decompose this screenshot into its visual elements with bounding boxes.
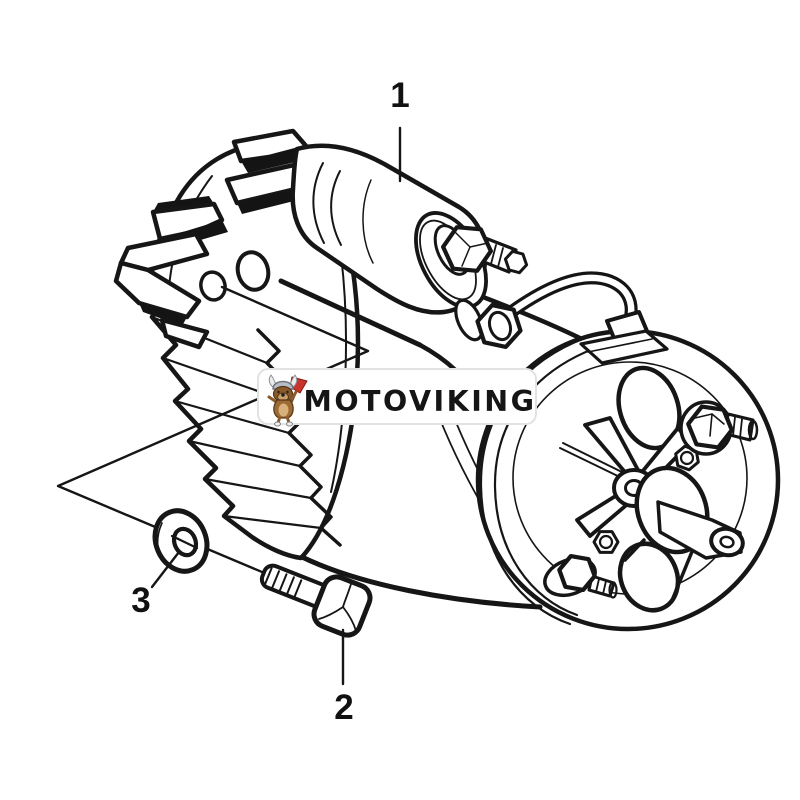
lower-terminal-washer: [454, 298, 484, 342]
hex-flange-bolt: [259, 563, 373, 638]
flange-rib-band: [256, 328, 342, 547]
through-bolt-stud: [679, 400, 759, 456]
end-cap-bolt: [543, 553, 618, 599]
viking-boot-left: [274, 421, 281, 427]
viking-belly: [278, 403, 289, 417]
solenoid-terminals: [433, 224, 529, 349]
barrel-bottom-edge: [299, 554, 543, 610]
stud-thread: [497, 247, 504, 268]
watermark-brand-text: MOTOVIKING: [303, 385, 536, 418]
connector-plate-edge: [587, 338, 653, 353]
solenoid-band-2: [330, 170, 342, 246]
solenoid-band-1: [312, 162, 325, 244]
bolt-threads: [263, 567, 303, 599]
solenoid-band-3: [362, 179, 374, 264]
end-cap-seam-outer: [479, 332, 599, 626]
viking-arm-left: [267, 395, 277, 403]
flange-hole-large: [235, 250, 271, 292]
watermark-box: [257, 368, 537, 425]
small-nut-lower-hole: [598, 534, 614, 550]
viking-arm-right: [289, 390, 298, 402]
viking-eye-left: [277, 390, 280, 394]
washer-edge-line: [156, 522, 164, 562]
part-label-2: 2: [334, 688, 353, 727]
motoviking-logo-icon: [267, 374, 308, 427]
upper-terminal-tip-nut: [503, 249, 529, 275]
viking-nose: [281, 393, 285, 397]
small-nut-upper-hole: [679, 450, 695, 466]
part-label-3: 3: [131, 581, 150, 620]
end-cap-seam-inner: [493, 343, 606, 617]
cable-core: [499, 274, 635, 334]
bolt-head-facets: [318, 580, 357, 632]
viking-eye-right: [286, 390, 289, 394]
watermark-badge: MOTOVIKING: [257, 368, 537, 427]
nut-facet: [461, 246, 471, 267]
barrel-upper-left-edge: [278, 278, 423, 348]
upper-terminal-nut: [441, 225, 493, 273]
viking-boot-right: [286, 421, 293, 427]
lower-terminal-hole: [487, 310, 513, 342]
pinion-housing: [113, 196, 228, 350]
small-nut-lower: [592, 530, 620, 554]
right-lug-arm: [656, 500, 745, 560]
flange-bolt-hole-small: [199, 270, 227, 302]
label-3-leader: [150, 550, 181, 589]
solenoid-cable: [496, 271, 669, 365]
washer-axis-tick: [170, 534, 199, 550]
part-label-1: 1: [390, 76, 409, 115]
end-cap: [475, 328, 781, 632]
part-labels: 1 2 3: [131, 76, 409, 727]
connector-plate: [579, 329, 669, 365]
flat-washer: [152, 508, 210, 574]
stud-thread: [490, 244, 497, 265]
